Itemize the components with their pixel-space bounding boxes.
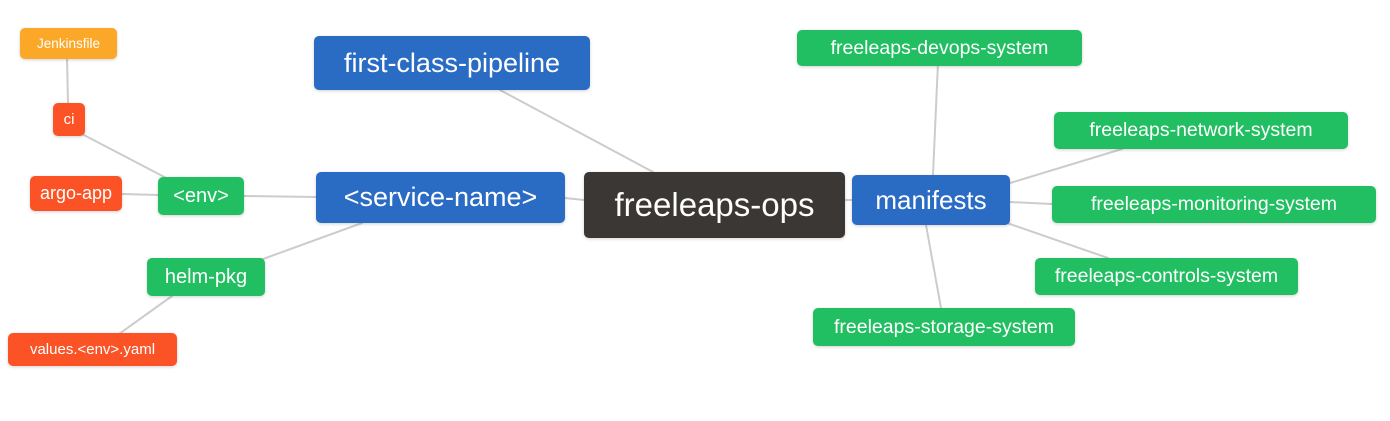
node-freeleaps-devops-system[interactable]: freeleaps-devops-system bbox=[797, 30, 1082, 66]
node-env[interactable]: <env> bbox=[158, 177, 244, 215]
edge-manifests-network bbox=[1009, 148, 1123, 184]
node-manifests[interactable]: manifests bbox=[852, 175, 1010, 225]
node-freeleaps-monitoring-system[interactable]: freeleaps-monitoring-system bbox=[1052, 186, 1376, 223]
edge-service-name-helm-pkg bbox=[262, 222, 363, 260]
edge-manifests-controls bbox=[1006, 222, 1109, 259]
node-service-name[interactable]: <service-name> bbox=[316, 172, 565, 223]
edge-env-service-name bbox=[243, 195, 317, 198]
edge-pipeline-freeleaps-ops bbox=[499, 89, 654, 173]
edge-argo-app-env bbox=[121, 193, 159, 196]
node-ci[interactable]: ci bbox=[53, 103, 85, 136]
node-freeleaps-network-system[interactable]: freeleaps-network-system bbox=[1054, 112, 1348, 149]
node-freeleaps-controls-system[interactable]: freeleaps-controls-system bbox=[1035, 258, 1298, 295]
edge-service-freeleaps-ops bbox=[564, 197, 585, 201]
edge-ci-env bbox=[79, 132, 173, 182]
edge-manifests-devops bbox=[932, 61, 939, 176]
node-freeleaps-storage-system[interactable]: freeleaps-storage-system bbox=[813, 308, 1075, 346]
edge-helm-pkg-values bbox=[118, 295, 173, 335]
node-values-env-yaml[interactable]: values.<env>.yaml bbox=[8, 333, 177, 366]
node-argo-app[interactable]: argo-app bbox=[30, 176, 122, 211]
edge-manifests-storage bbox=[925, 224, 942, 309]
node-first-class-pipeline[interactable]: first-class-pipeline bbox=[314, 36, 590, 90]
node-jenkinsfile[interactable]: Jenkinsfile bbox=[20, 28, 117, 59]
node-helm-pkg[interactable]: helm-pkg bbox=[147, 258, 265, 296]
edge-manifests-monitoring bbox=[1009, 201, 1053, 205]
node-freeleaps-ops-root[interactable]: freeleaps-ops bbox=[584, 172, 845, 238]
edge-jenkinsfile-ci bbox=[66, 57, 69, 104]
